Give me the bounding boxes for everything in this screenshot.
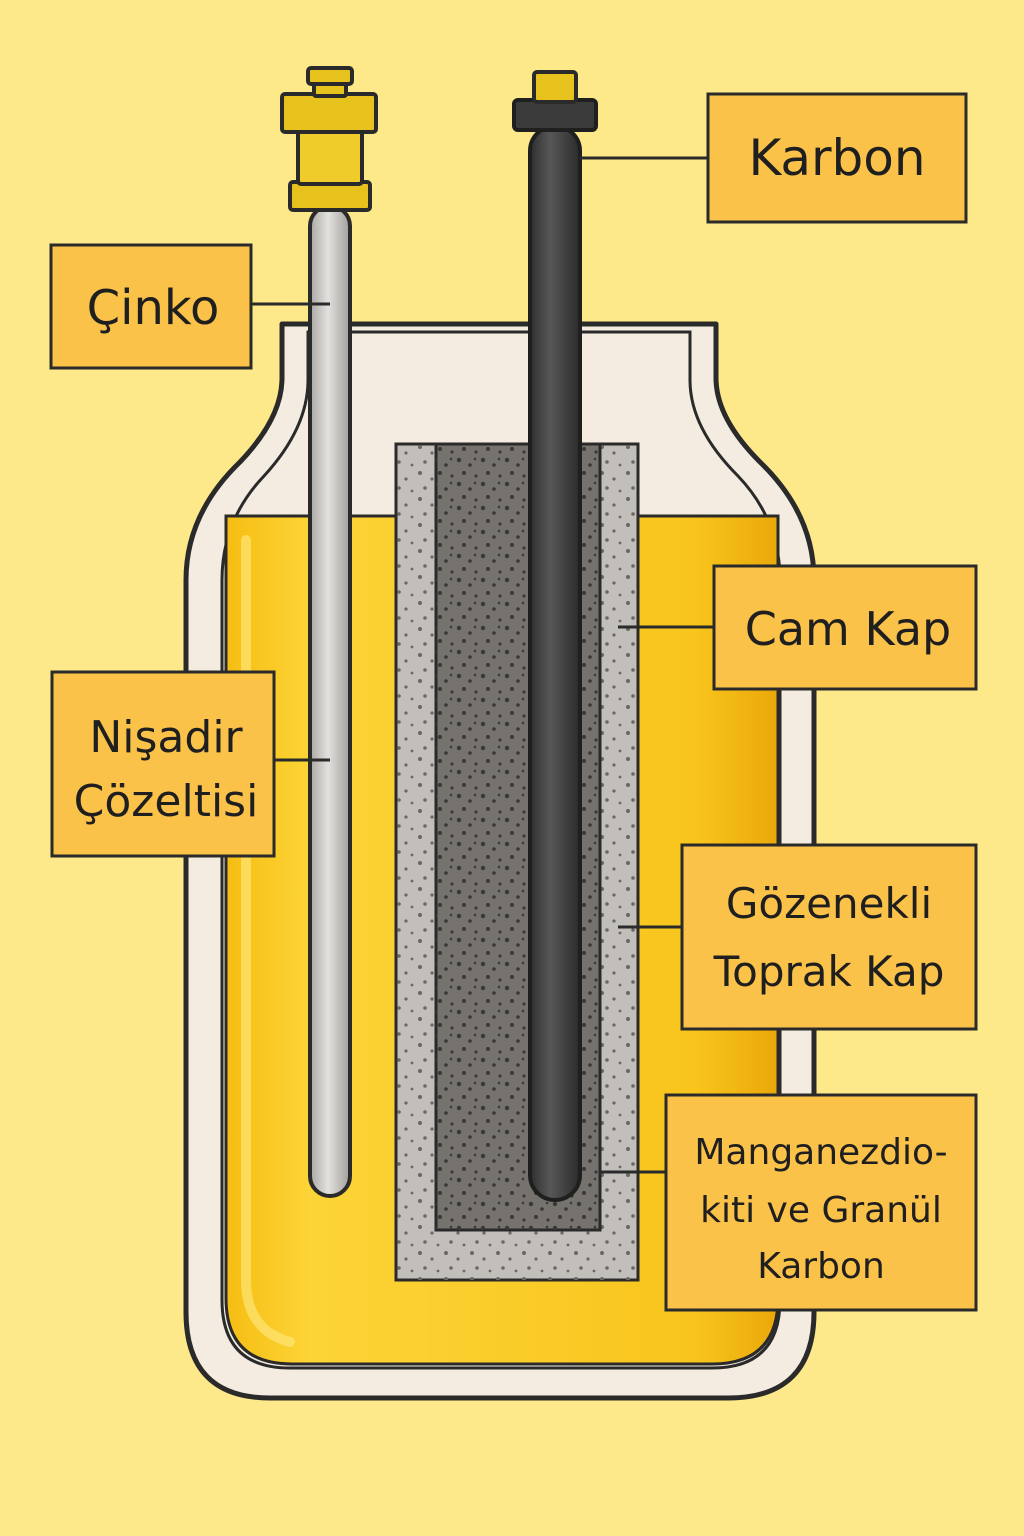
label-box-cam-kap xyxy=(712,564,978,691)
label-mangan-line2: kiti ve Granül xyxy=(700,1190,942,1231)
label-mangan-line3: Karbon xyxy=(757,1246,885,1287)
zinc-rod xyxy=(308,204,352,1198)
zinc-terminal-body xyxy=(296,128,364,186)
label-box-karbon xyxy=(706,92,968,224)
label-nisadir-line1: Nişadir xyxy=(89,712,243,763)
glass-jar-inner xyxy=(220,330,782,1370)
zinc-terminal-top xyxy=(306,66,354,86)
label-box-nisadir xyxy=(50,670,276,858)
label-cinko: Çinko xyxy=(49,243,253,370)
label-gozenekli-line1: Gözenekli xyxy=(726,879,932,928)
label-cam-kap: Cam Kap xyxy=(712,564,978,691)
liquid-highlight xyxy=(241,535,295,1347)
label-cam-kap-text: Cam Kap xyxy=(745,602,951,656)
label-mangan-line1: Manganezdio- xyxy=(694,1132,947,1173)
carbon-rod xyxy=(528,124,582,1202)
label-gozenekli-line2: Toprak Kap xyxy=(713,947,945,996)
label-nisadir-line2: Çözeltisi xyxy=(74,776,259,827)
label-karbon-text: Karbon xyxy=(748,129,925,187)
leader-lines xyxy=(252,156,714,1174)
label-cinko-text: Çinko xyxy=(87,280,220,336)
label-nisadir: Nişadir Çözeltisi xyxy=(50,670,276,858)
carbon-terminal-collar xyxy=(512,98,598,132)
label-karbon: Karbon xyxy=(706,92,968,224)
label-mangan: Manganezdio- kiti ve Granül Karbon xyxy=(664,1093,978,1312)
label-box-cinko xyxy=(49,243,253,370)
zinc-terminal-collar xyxy=(288,180,372,212)
carbon-terminal-cap xyxy=(532,70,578,104)
label-box-mangan xyxy=(664,1093,978,1312)
label-box-gozenekli xyxy=(680,843,978,1031)
label-gozenekli: Gözenekli Toprak Kap xyxy=(680,843,978,1031)
zinc-terminal-nut xyxy=(280,92,378,134)
